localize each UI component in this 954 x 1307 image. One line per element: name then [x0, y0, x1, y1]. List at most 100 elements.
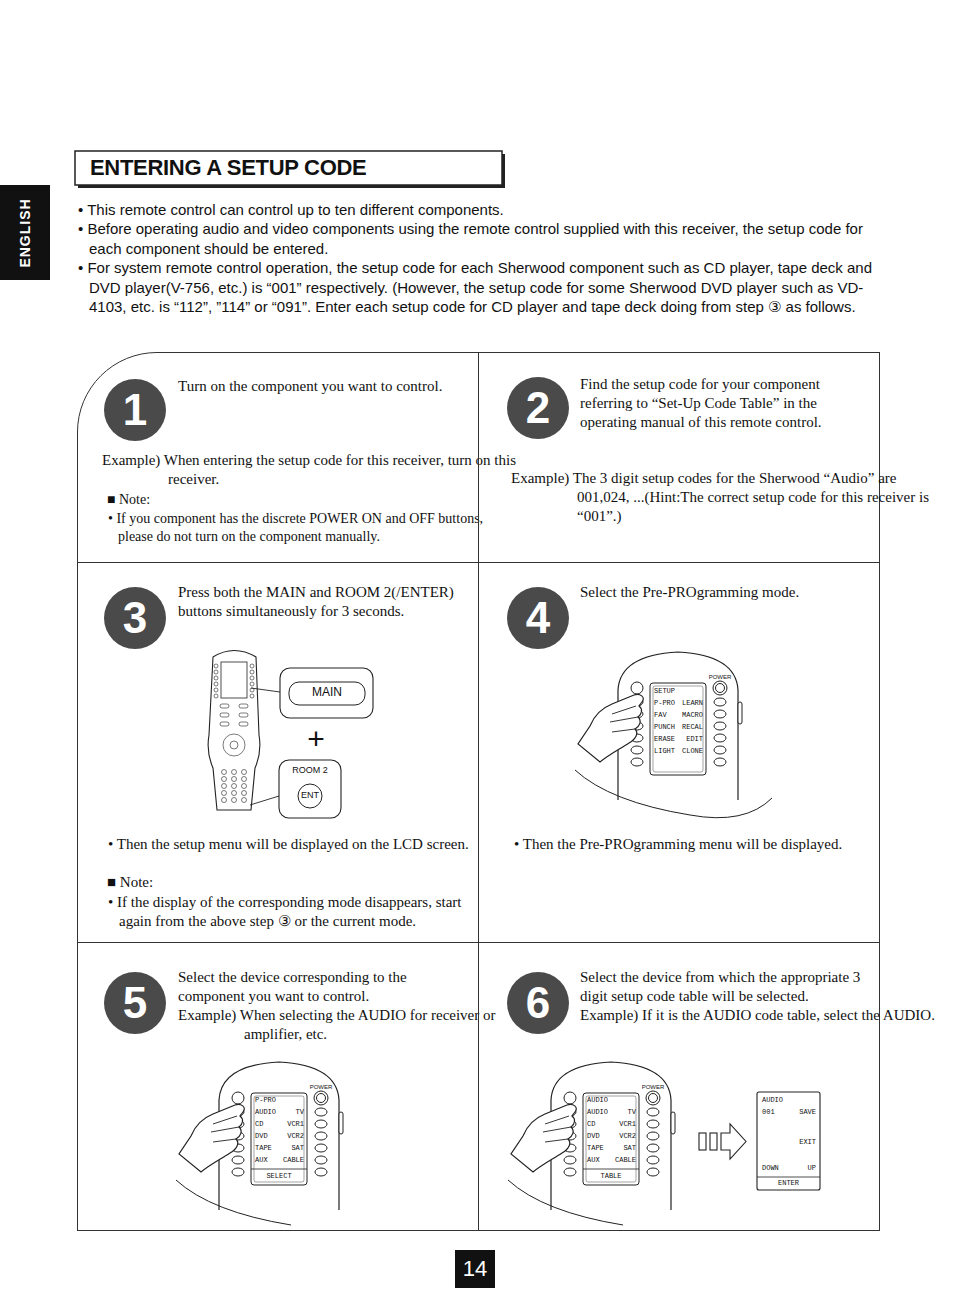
step-text: • Then the Pre-PROgramming menu will be …	[514, 835, 887, 854]
step-number-text: 2	[507, 377, 569, 439]
remote-full	[242, 777, 247, 782]
step-number: 2	[507, 377, 569, 439]
main-button-callout	[289, 682, 365, 705]
lcd-text: CD	[587, 1120, 595, 1128]
remote-full	[242, 770, 247, 775]
remote-full	[221, 662, 247, 698]
remote-full	[208, 651, 260, 811]
title-frame	[75, 151, 502, 185]
lcd-text: CABLE	[283, 1156, 304, 1164]
step-number: 5	[104, 972, 166, 1034]
step-text: Example) The 3 digit setup codes for the…	[511, 469, 932, 526]
pointing-hand	[511, 1104, 576, 1172]
button-label: ROOM 2	[292, 765, 328, 775]
lcd-text: CD	[255, 1120, 263, 1128]
remote-full	[214, 694, 218, 698]
intro-bullet: • Before operating audio and video compo…	[78, 219, 894, 258]
step-text: Turn on the component you want to contro…	[178, 377, 478, 396]
language-tab-text: ENGLISH	[17, 198, 33, 267]
remote-full	[250, 676, 254, 680]
lcd-text: EDIT	[686, 735, 703, 743]
remote-full	[222, 777, 227, 782]
lcd-text: DOWN	[762, 1164, 779, 1172]
step-number: 6	[507, 972, 569, 1034]
remote-full	[208, 651, 260, 811]
lcd-text: CLONE	[682, 747, 703, 755]
remote-full	[242, 791, 247, 796]
lcd-code-screen	[757, 1092, 820, 1190]
step-panel: Select the device corresponding to the c…	[77, 942, 479, 1231]
transition-arrow	[699, 1133, 706, 1150]
lcd-text: TABLE	[600, 1172, 621, 1180]
outline-curve	[575, 770, 772, 818]
remote-full	[242, 798, 247, 803]
lcd-text: ENTER	[778, 1179, 799, 1187]
lcd-text: AUDIO	[255, 1108, 276, 1116]
remote-full	[222, 798, 227, 803]
button-label: POWER	[709, 674, 732, 681]
step-text: ■ Note:	[107, 873, 307, 892]
remote-full	[232, 770, 237, 775]
step-panel: Turn on the component you want to contro…	[77, 352, 479, 563]
pointing-hand	[578, 694, 643, 762]
step-text: • If you component has the discrete POWE…	[108, 510, 486, 546]
remote-full	[214, 664, 254, 756]
transition-arrow	[699, 1124, 746, 1159]
lcd-text: SAVE	[799, 1108, 816, 1116]
step-text: Select the Pre-PROgramming mode.	[580, 583, 870, 602]
room2-button-callout	[279, 760, 341, 818]
remote-full	[214, 670, 218, 674]
step-number: 4	[507, 587, 569, 649]
lcd-text: AUDIO	[762, 1096, 783, 1104]
remote-full	[214, 682, 218, 686]
remote-full	[232, 777, 237, 782]
step-text: Example) When entering the setup code fo…	[102, 451, 548, 489]
transition-arrow	[721, 1124, 746, 1159]
lcd-text: AUDIO	[587, 1108, 608, 1116]
step-text: ■ Note:	[107, 491, 307, 509]
lcd-text: TV	[628, 1108, 636, 1116]
step-panel: Select the Pre-PROgramming mode.• Then t…	[478, 562, 880, 943]
button-label: ENT	[301, 790, 319, 800]
lcd-text: TAPE	[255, 1144, 272, 1152]
button-label: MAIN	[312, 686, 342, 700]
lcd-text: SAT	[291, 1144, 304, 1152]
lcd-text: AUX	[587, 1156, 600, 1164]
lcd-text: MACRO	[682, 711, 703, 719]
step-panel: Select the device from which the appropr…	[478, 942, 880, 1231]
lcd-text: VCR2	[287, 1132, 304, 1140]
step-number-text: 4	[507, 587, 569, 649]
remote-full	[250, 694, 254, 698]
remote-full	[250, 664, 254, 668]
lcd-text: AUDIO	[587, 1096, 608, 1104]
step-number: 1	[104, 379, 166, 441]
step-text: Example) If it is the AUDIO code table, …	[580, 1006, 942, 1025]
remote-full	[222, 791, 227, 796]
outline-curve	[508, 1180, 623, 1225]
remote-full	[232, 784, 237, 789]
remote-full	[239, 713, 248, 717]
room2-button-callout	[298, 784, 322, 808]
lcd-text: SELECT	[266, 1172, 291, 1180]
lcd-text: SAT	[623, 1144, 636, 1152]
lcd-text: LEARN	[682, 699, 703, 707]
leader-line	[251, 688, 280, 692]
leader-line	[250, 796, 279, 805]
remote-full	[239, 704, 248, 708]
main-button-callout	[280, 668, 373, 718]
remote-full	[232, 791, 237, 796]
remote-full	[239, 722, 248, 726]
remote-full	[222, 770, 227, 775]
leader-line	[250, 688, 280, 805]
outline-curve	[176, 1180, 291, 1225]
remote-full	[220, 722, 229, 726]
step-text: • If the display of the corresponding mo…	[108, 893, 481, 931]
transition-arrow	[710, 1133, 717, 1150]
lcd-text: 001	[762, 1108, 775, 1116]
step-text: Select the device from which the appropr…	[580, 968, 876, 1006]
lcd-text: AUX	[255, 1156, 268, 1164]
lcd-text: FAV	[654, 711, 667, 719]
lcd-text: DVD	[587, 1132, 600, 1140]
